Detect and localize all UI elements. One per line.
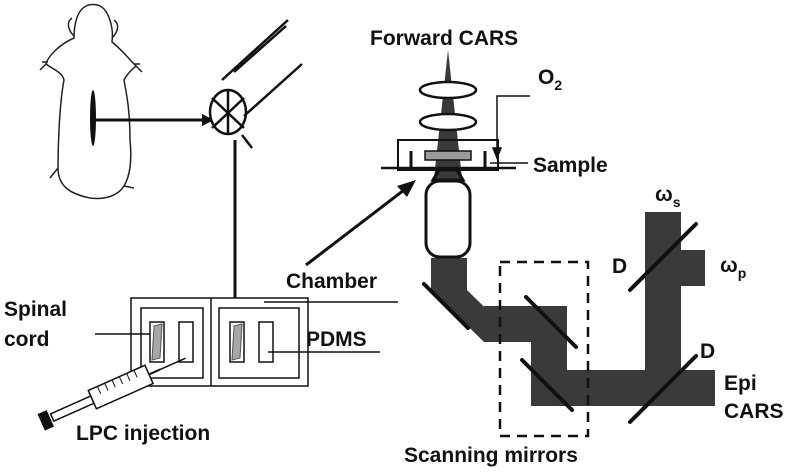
spine-to-chamber-arrow <box>229 140 241 318</box>
spinal-cord-samples <box>151 323 243 361</box>
dichroic-upper-label: D <box>612 255 627 278</box>
omega-p-subscript: p <box>738 265 747 281</box>
epi-label: Epi <box>724 372 757 395</box>
objective-tip <box>430 168 466 182</box>
empty-slot-right <box>258 321 274 363</box>
syringe-needle <box>159 357 186 371</box>
condenser-lenses <box>418 80 478 132</box>
chamber-arrow-shaft <box>305 185 409 267</box>
pdms-label: PDMS <box>306 328 367 351</box>
rat-to-spine-arrow <box>96 114 214 126</box>
o2-label: O2 <box>538 66 562 93</box>
cord-label: cord <box>4 328 50 351</box>
spinal-slot-right <box>229 321 245 363</box>
pdms-well-right <box>218 307 300 379</box>
empty-slot-left <box>178 321 194 363</box>
spinal-cut-tail <box>241 134 253 149</box>
optical-mirrors <box>422 222 698 424</box>
rat-hind-legs <box>49 167 135 189</box>
spinal-cord-illustration <box>208 19 303 149</box>
objective-body <box>424 179 472 259</box>
dichroic-lower <box>628 354 698 424</box>
o2-pointer <box>491 95 530 161</box>
spinal-slot-left <box>149 321 165 363</box>
rat-ear-left <box>67 17 75 37</box>
beam-omega-p-input <box>645 250 705 286</box>
chamber-label: Chamber <box>286 270 377 293</box>
pdms-leader-lines <box>95 301 398 353</box>
spinal-label: Spinal <box>4 298 67 321</box>
syringe-plunger <box>49 394 95 423</box>
rat-incision <box>90 90 96 146</box>
mirror-lower-left <box>422 282 470 330</box>
o2-leader-line <box>496 95 530 150</box>
o2-label-base: O <box>538 66 554 89</box>
sample-label: Sample <box>533 154 608 177</box>
laser-beam-path <box>431 212 715 406</box>
omega-s-subscript: s <box>673 194 681 210</box>
syringe-graduations <box>96 369 138 394</box>
syringe-plunger-cap <box>37 410 54 431</box>
sample-slab <box>424 150 472 161</box>
rat-paw-left <box>39 61 48 71</box>
spinal-cord-inner-line <box>233 25 287 73</box>
chamber-arrow <box>305 180 416 267</box>
spinal-cut-diagonal-b <box>211 97 245 129</box>
rat-ear-right <box>111 19 119 39</box>
epi-cars-label: CARS <box>724 400 784 423</box>
o2-arrowhead <box>491 147 503 161</box>
lens-lower <box>418 112 478 132</box>
omega-s-symbol: ω <box>655 183 673 206</box>
omega-p-symbol: ω <box>720 254 738 277</box>
forward-cars-label: Forward CARS <box>370 27 518 50</box>
omega-s-label: ωs <box>655 183 681 210</box>
o2-label-subscript: 2 <box>554 77 562 93</box>
beam-epi-output <box>645 370 715 406</box>
dichroic-upper <box>628 222 698 292</box>
lpc-injection-label: LPC injection <box>76 422 210 445</box>
pdms-well-left <box>140 307 204 379</box>
spinal-cord-edge-upper <box>221 19 289 81</box>
scanning-mirrors-label: Scanning mirrors <box>404 444 578 467</box>
spinal-cord-edge-lower <box>243 63 303 117</box>
omega-p-label: ωp <box>720 254 746 281</box>
rat-paw-right <box>134 63 143 73</box>
rat-arrowhead <box>202 114 214 126</box>
scan-mirror-upper <box>524 295 578 349</box>
syringe <box>37 357 186 431</box>
scan-mirror-lower <box>520 358 574 412</box>
spinal-tissue-right <box>231 323 243 361</box>
beam-under-objective <box>431 258 467 294</box>
scanning-mirrors-box <box>498 260 590 438</box>
objective-lens <box>424 168 472 259</box>
lens-upper <box>418 80 478 100</box>
chamber-arrowhead <box>397 180 416 197</box>
syringe-hub <box>148 368 161 376</box>
dichroic-lower-label: D <box>700 340 715 363</box>
spinal-tissue-left <box>151 323 163 361</box>
